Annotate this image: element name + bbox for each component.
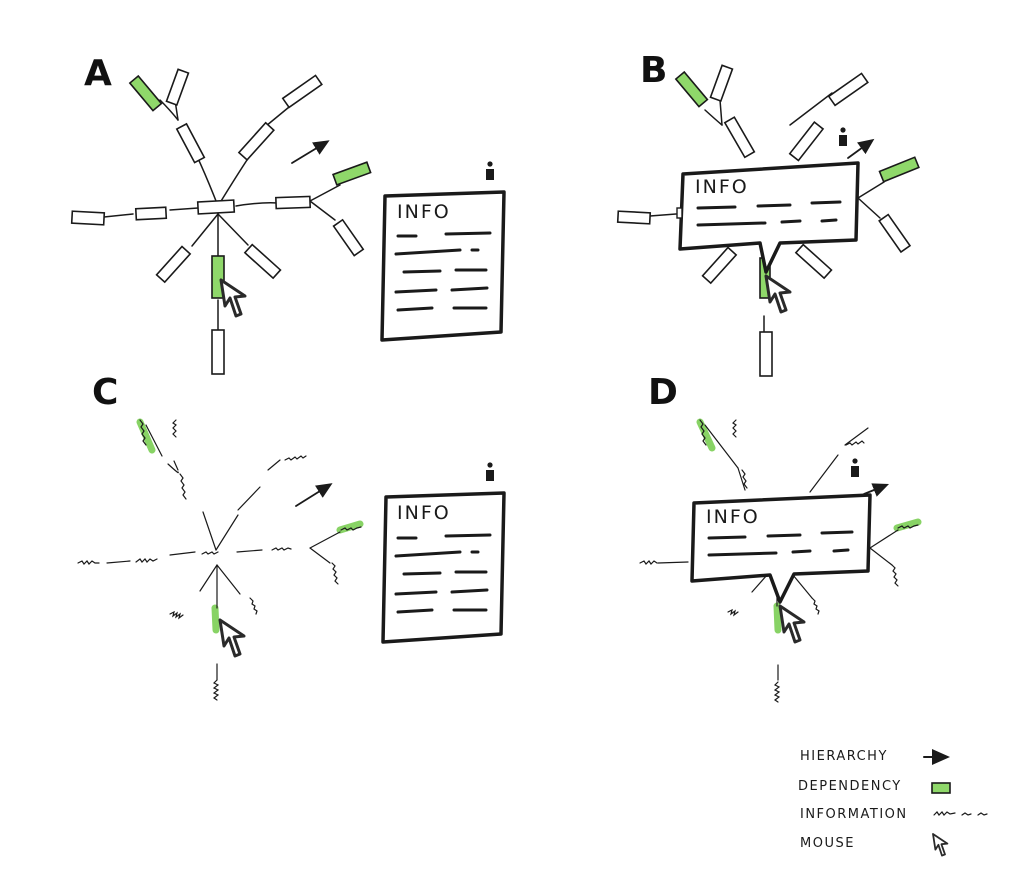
tree-node[interactable] (70, 210, 106, 226)
info-text-lines (707, 530, 854, 557)
tree-graph (70, 68, 372, 375)
tree-node[interactable] (237, 121, 275, 162)
hierarchy-arrow-icon (847, 138, 875, 159)
info-tooltip: INFO (690, 493, 872, 604)
info-icon[interactable] (851, 458, 859, 477)
legend-item-information: INFORMATION (800, 807, 988, 822)
tree-graph (616, 64, 920, 377)
info-panel: INFO (380, 161, 506, 342)
tree-node[interactable] (759, 331, 773, 377)
legend: HIERARCHY DEPENDENCY INFORMATION MOUSE (798, 749, 988, 857)
tree-node[interactable] (332, 218, 365, 257)
legend-label: HIERARCHY (800, 749, 888, 764)
legend-label: DEPENDENCY (798, 779, 902, 794)
tree-node[interactable] (165, 68, 190, 107)
mouse-cursor-icon (218, 618, 246, 658)
info-tooltip: INFO (676, 161, 860, 274)
tree-node[interactable] (794, 243, 833, 280)
panel-label: D (648, 372, 678, 413)
info-text-lines (394, 533, 492, 614)
dependency-node[interactable] (332, 161, 372, 186)
panel-a: A (70, 53, 506, 375)
tree-node[interactable] (281, 74, 323, 109)
tree-node[interactable] (709, 64, 734, 103)
root-node[interactable] (196, 199, 236, 215)
squiggle-icon (933, 811, 988, 816)
tree-node[interactable] (155, 245, 192, 284)
info-text-lines (394, 231, 492, 312)
dependency-highlight (211, 604, 220, 634)
tree-node[interactable] (878, 213, 912, 254)
legend-label: MOUSE (800, 836, 855, 851)
tree-node[interactable] (275, 195, 312, 210)
info-title: INFO (706, 506, 760, 528)
info-text-lines (696, 200, 842, 227)
tree-node[interactable] (134, 206, 168, 221)
tree-node[interactable] (616, 210, 652, 225)
panel-label: B (640, 50, 667, 91)
dependency-node[interactable] (674, 70, 709, 108)
tree-node[interactable] (211, 329, 225, 375)
info-icon[interactable] (839, 127, 847, 146)
dependency-node[interactable] (128, 74, 163, 112)
mouse-cursor-icon (219, 278, 247, 318)
info-icon[interactable] (486, 161, 494, 180)
line-graph (639, 418, 922, 703)
info-title: INFO (397, 502, 451, 524)
tree-node[interactable] (243, 243, 282, 280)
info-title: INFO (397, 201, 451, 223)
tree-node[interactable] (827, 72, 869, 107)
mouse-cursor-icon (778, 604, 806, 644)
mouse-cursor-icon (764, 274, 792, 314)
dependency-node[interactable] (878, 156, 920, 183)
info-icon[interactable] (486, 462, 494, 481)
tree-node[interactable] (723, 116, 756, 159)
panel-d: D (639, 372, 922, 703)
tree-node[interactable] (175, 122, 206, 164)
legend-item-dependency: DEPENDENCY (798, 779, 951, 794)
hierarchy-arrow-icon (863, 483, 890, 497)
tree-node[interactable] (701, 246, 738, 285)
legend-label: INFORMATION (800, 807, 908, 822)
panel-c: C (77, 372, 506, 701)
panel-label: C (92, 372, 118, 413)
legend-item-hierarchy: HIERARCHY (800, 749, 950, 765)
dependency-highlight (773, 602, 782, 634)
cursor-icon (932, 833, 949, 857)
legend-item-mouse: MOUSE (800, 833, 949, 857)
line-graph (77, 418, 364, 701)
hierarchy-arrow-icon (291, 140, 330, 164)
panel-label: A (84, 53, 112, 94)
info-panel: INFO (381, 462, 506, 644)
hierarchy-arrow-icon (295, 483, 333, 507)
panel-b: B (616, 50, 920, 377)
tree-node[interactable] (788, 121, 825, 162)
info-title: INFO (695, 176, 749, 198)
dependency-highlight (136, 418, 156, 454)
green-box-icon (931, 782, 951, 794)
